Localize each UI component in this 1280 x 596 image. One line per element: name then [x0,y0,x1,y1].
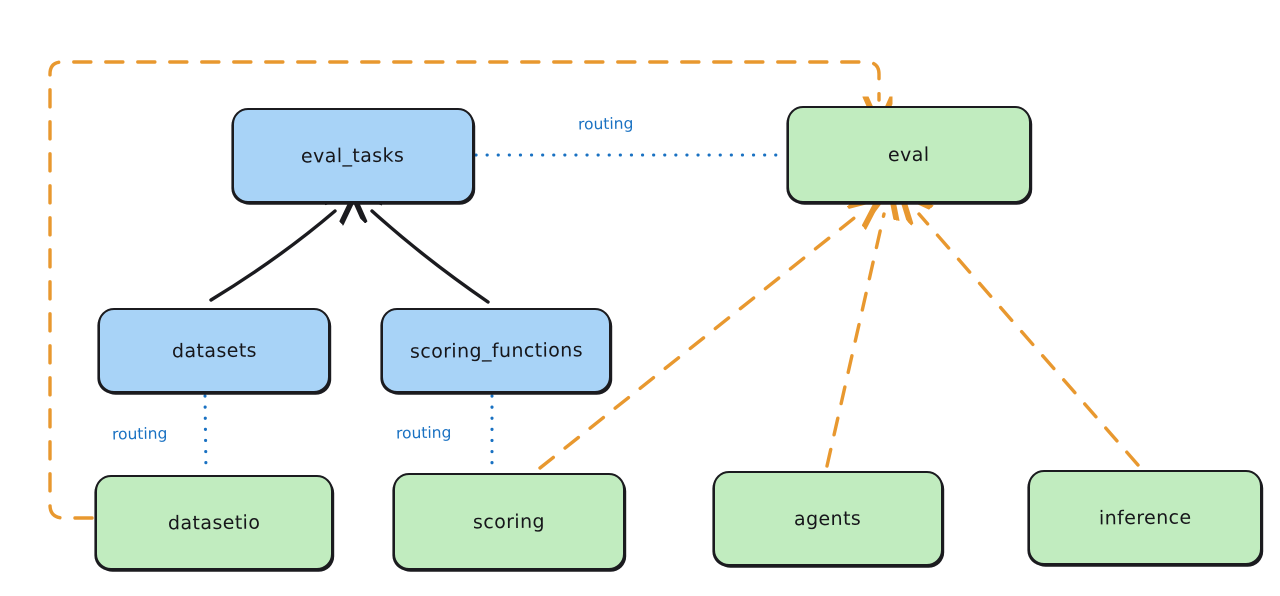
edge-label-routing-scoring: routing [395,423,452,443]
edge-label-routing-eval: routing [577,114,634,134]
node-label: eval_tasks [301,144,405,167]
edge-datasets-datasetio [203,394,208,474]
node-inference[interactable]: inference [1028,470,1262,565]
node-label: datasets [171,339,257,362]
node-label: eval [888,143,930,166]
node-label: datasetio [167,511,261,534]
node-datasets[interactable]: datasets [98,308,330,393]
node-eval[interactable]: eval [787,106,1031,203]
edge-datasetio-eval [48,60,879,520]
edge-label-routing-datasets: routing [111,424,168,444]
node-scoring_functions[interactable]: scoring_functions [381,308,611,393]
edge-datasets-eval_tasks [209,211,335,302]
node-label: agents [794,507,862,530]
edge-scoring-eval [538,215,858,470]
edge-scoring_functions-eval_tasks [372,211,490,304]
node-label: inference [1098,506,1192,529]
node-scoring[interactable]: scoring [393,473,625,570]
node-datasetio[interactable]: datasetio [95,475,333,570]
edge-inference-eval [919,214,1140,467]
node-label: scoring [472,510,546,533]
edge-agents-eval [825,214,884,468]
node-label: scoring_functions [409,338,583,363]
node-agents[interactable]: agents [713,471,943,566]
node-eval_tasks[interactable]: eval_tasks [232,108,474,203]
